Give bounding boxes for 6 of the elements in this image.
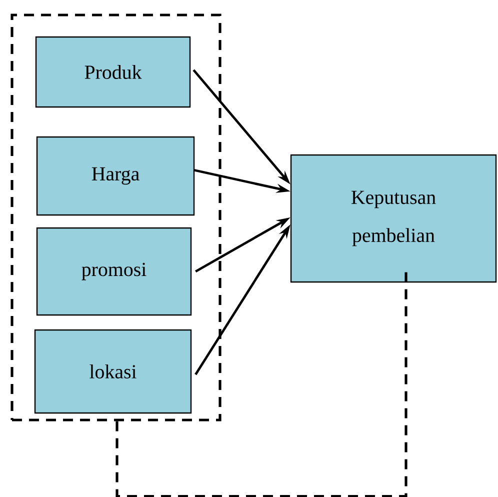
process-box: Keputusan pembelian	[290, 154, 497, 283]
process-box: Produk	[35, 36, 191, 108]
process-box: lokasi	[34, 329, 192, 414]
dashed-group-box	[10, 14, 222, 422]
process-box: promosi	[36, 227, 192, 316]
process-box: Harga	[36, 136, 195, 216]
